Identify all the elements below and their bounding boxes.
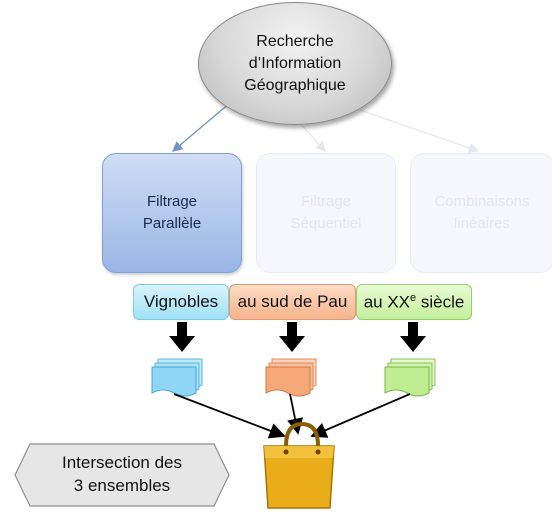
arrow-to-linear — [359, 109, 480, 153]
down-arrow-2 — [279, 322, 305, 352]
down-arrow-3 — [400, 322, 426, 352]
arrow-blue-to-bag — [173, 393, 286, 439]
intersection-hexagon — [14, 443, 230, 507]
shopping-bag-icon — [263, 421, 335, 509]
method-card-sequential[interactable]: Filtrage Séquentiel — [256, 153, 396, 273]
method-label-parallel: Filtrage Parallèle — [142, 193, 202, 232]
criterion-south-of-pau: au sud de Pau — [229, 284, 356, 320]
document-stack-icon-blue — [151, 358, 203, 397]
criterion-label-20th-tail: siècle — [416, 292, 465, 312]
criterion-20th-century: au XXe siècle — [356, 284, 472, 320]
criterion-label-20th-sup: e — [410, 291, 417, 304]
method-label-sequential: Filtrage Séquentiel — [290, 193, 362, 232]
down-arrow-1 — [169, 322, 195, 352]
intersection-label: Intersection des 3 ensembles — [61, 453, 182, 495]
arrow-green-to-bag — [310, 393, 411, 438]
arrow-to-parallel — [172, 102, 231, 152]
criterion-label-vineyards: Vignobles — [143, 292, 219, 311]
document-stack-icon-orange — [265, 358, 317, 397]
method-card-parallel[interactable]: Filtrage Parallèle — [102, 153, 242, 273]
criterion-label-20th-main: au XX — [363, 292, 410, 312]
intersection-label-wrap: Intersection des 3 ensembles — [30, 451, 214, 497]
criterion-vineyards: Vignobles — [133, 284, 229, 320]
document-stack-icon-green — [384, 358, 436, 397]
arrow-to-sequential — [299, 122, 326, 152]
criterion-label-south-of-pau: au sud de Pau — [237, 292, 348, 311]
root-label: Recherche d’Information Géographique — [244, 32, 346, 94]
method-card-linear[interactable]: Combinaisons linéaires — [410, 153, 552, 273]
criterion-label-20th-century: au XXe siècle — [364, 292, 465, 313]
root-ellipse: Recherche d’Information Géographique — [198, 2, 392, 125]
method-label-linear: Combinaisons linéaires — [434, 193, 530, 232]
